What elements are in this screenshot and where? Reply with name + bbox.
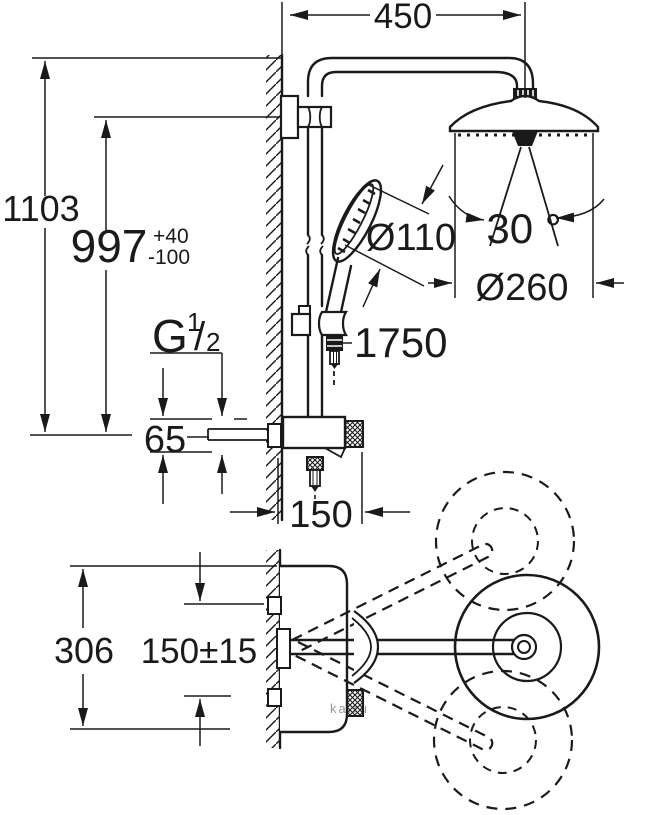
thread-den: 2	[206, 327, 220, 357]
dim-997-tol-plus: +40	[153, 225, 189, 248]
shower-rail	[305, 125, 325, 419]
dim-260-label: Ø260	[476, 267, 569, 309]
shower-arm-plan	[288, 610, 538, 684]
wall-hatch-elevation	[266, 55, 282, 520]
dim-1750-label: 1750	[354, 319, 447, 366]
thread-g: G	[152, 310, 188, 362]
dimension-150pm15: 150±15	[141, 552, 264, 746]
dim-110-label: Ø110	[366, 217, 456, 259]
dim-997-tol-minus: -100	[148, 246, 190, 269]
arm-wall-outlet	[276, 628, 291, 669]
rail-break-symbol	[305, 234, 325, 256]
watermark-text: ka.ru	[330, 701, 369, 716]
dim-997-label: 997	[71, 220, 148, 272]
hand-shower	[324, 179, 383, 314]
head-shower-front	[448, 94, 600, 247]
label-hose-length: 1750	[343, 319, 447, 366]
thread-num: 1	[187, 307, 201, 337]
hand-shower-handle	[324, 256, 340, 314]
dimension-306: 306	[54, 565, 277, 730]
thermostat-body-front	[281, 415, 364, 507]
dimension-450: 450	[281, 0, 526, 98]
dim-30deg-label: 30 °	[486, 205, 561, 252]
temperature-knob-plan	[346, 689, 364, 717]
dimension-head-dia: Ø260	[428, 133, 624, 309]
dim-150-label: 150	[289, 494, 352, 536]
dim-306-label: 306	[54, 630, 114, 671]
spray-angle-leg-left	[489, 146, 522, 247]
head-swivel-dashed-upper	[291, 470, 576, 653]
dimension-65: 65	[144, 353, 247, 504]
dimension-150-depth: 150	[230, 452, 410, 536]
dim-65-label: 65	[144, 419, 186, 461]
head-swivel-dashed-lower	[291, 641, 574, 811]
shower-hose	[326, 335, 343, 387]
plan-view	[266, 470, 601, 811]
rail-slider-holder	[290, 305, 349, 337]
thermostat-body-plan	[280, 564, 349, 734]
supply-fitting-upper	[267, 596, 282, 615]
dimensions: 450 1103 997 +40 -100 G 1 / 2	[2, 0, 624, 746]
supply-connection	[207, 423, 282, 448]
supply-fitting-lower	[267, 688, 282, 707]
hand-shower-face-hatch	[337, 188, 376, 254]
dimension-997: 997 +40 -100	[71, 116, 280, 432]
wall-bracket	[279, 94, 333, 140]
hose-outlet-nut	[306, 456, 324, 471]
temperature-knob	[344, 420, 364, 448]
thread-slash: /	[194, 315, 206, 359]
dim-1103-label: 1103	[2, 188, 79, 229]
dim-450-label: 450	[374, 0, 432, 36]
head-hub	[512, 131, 538, 146]
elevation-view	[207, 53, 600, 522]
dim-150pm15-label: 150±15	[141, 632, 258, 671]
label-thread-g12: G 1 / 2	[150, 307, 222, 362]
arm-dashed-upper	[291, 542, 494, 653]
dimension-spray-angle: 30 °	[448, 195, 605, 252]
arm-dashed-lower	[291, 641, 494, 752]
dimension-1103: 1103	[2, 57, 282, 436]
spray-angle-leg-right	[528, 146, 559, 247]
arm-escutcheon	[353, 610, 380, 684]
dimension-hand-dia: Ø110	[344, 164, 456, 308]
shower-arm-pipe	[306, 56, 535, 98]
